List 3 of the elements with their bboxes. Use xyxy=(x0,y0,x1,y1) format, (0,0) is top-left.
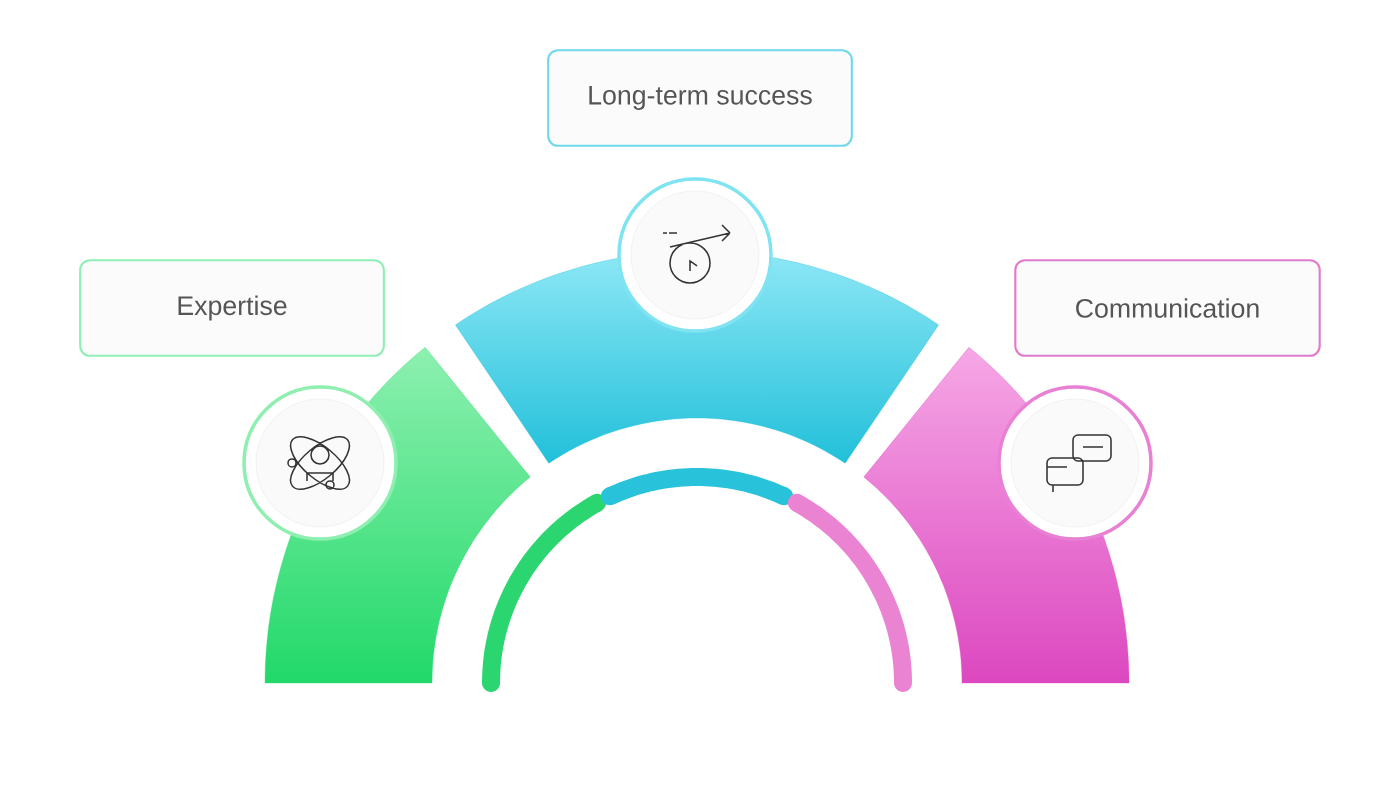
label-box: Expertise xyxy=(79,259,385,357)
label-box: Long-term success xyxy=(547,49,853,147)
label-box: Communication xyxy=(1014,259,1321,357)
